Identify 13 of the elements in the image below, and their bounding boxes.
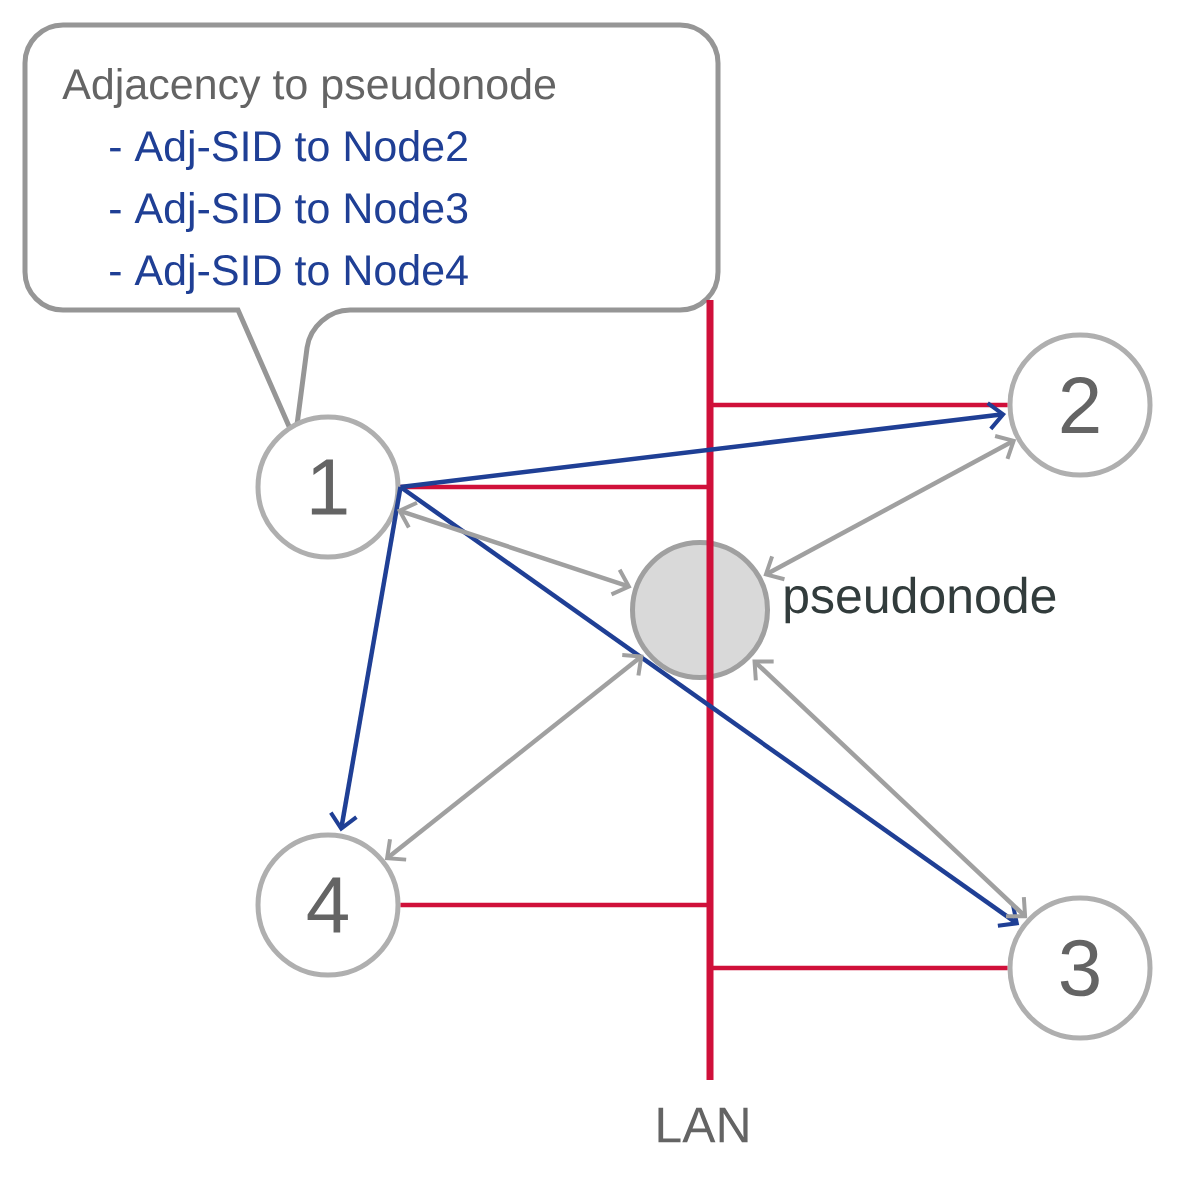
arrow (399, 485, 1020, 928)
node-label: pseudonode (785, 576, 1056, 624)
arrow (752, 659, 1028, 919)
bus-label: LAN (658, 1107, 748, 1143)
list-item: - Adj-SID to Node3 (110, 191, 468, 233)
callout-heading: Adjacency to pseudonode (62, 67, 556, 109)
arrow (384, 653, 644, 862)
arrow (763, 434, 1017, 582)
arrow (400, 401, 1007, 490)
list-item: - Adj-SID to Node4 (110, 253, 468, 295)
arrow (329, 486, 403, 832)
list-item: - Adj-SID to Node2 (110, 129, 467, 171)
arrow (396, 500, 632, 597)
